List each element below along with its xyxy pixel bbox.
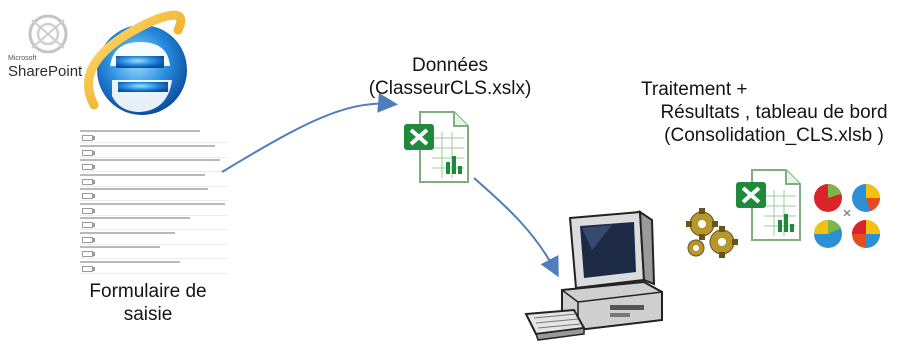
form-question-row	[80, 217, 230, 230]
computer-icon	[522, 210, 682, 342]
form-question-row	[80, 188, 230, 201]
form-question-row	[80, 130, 230, 143]
form-question-row	[80, 173, 230, 187]
form-answer-field	[82, 193, 95, 199]
form-preview	[80, 130, 230, 280]
form-answer-field	[82, 178, 95, 185]
sharepoint-name-text: SharePoint	[8, 63, 83, 80]
form-answer-field	[82, 207, 95, 214]
form-row-divider	[80, 214, 228, 216]
form-row-divider	[80, 243, 228, 245]
internet-explorer-icon: Microsoft SharePoint	[8, 10, 187, 115]
donnees-file: (ClasseurCLS.xslx)	[368, 78, 532, 99]
form-answer-field	[82, 265, 95, 272]
arrow-form-to-data	[221, 92, 398, 173]
form-question-row	[80, 159, 230, 172]
formulaire-line1: Formulaire de	[89, 281, 207, 302]
arrow-data-to-computer	[473, 177, 559, 278]
excel-results-icon	[734, 168, 804, 243]
form-row-divider	[80, 142, 228, 143]
form-question-text	[80, 260, 180, 263]
sharepoint-small-text: Microsoft	[8, 55, 36, 62]
form-row-divider	[80, 185, 228, 187]
form-row-divider	[80, 272, 228, 274]
formulaire-line2: saisie	[123, 304, 173, 325]
processing-label: Traitement + Résultats , tableau de bord…	[636, 78, 912, 147]
form-question-text	[80, 246, 160, 248]
form-answer-field	[82, 251, 95, 257]
form-answer-field	[82, 135, 95, 141]
pie-charts-icon	[808, 180, 888, 252]
form-row-divider	[80, 229, 228, 230]
form-question-row	[80, 202, 230, 216]
form-row-divider	[80, 200, 228, 201]
form-label: Formulaire de saisie	[64, 280, 232, 326]
form-question-row	[80, 246, 230, 259]
form-row-divider	[80, 171, 228, 172]
form-answer-field	[82, 149, 95, 156]
excel-file-icon	[402, 110, 472, 185]
gears-icon	[682, 202, 742, 262]
form-answer-field	[82, 236, 95, 243]
form-question-text	[80, 173, 205, 176]
traitement-file: (Consolidation_CLS.xlsb )	[664, 125, 884, 146]
form-question-row	[80, 231, 230, 245]
form-question-text	[80, 130, 200, 132]
traitement-title: Traitement +	[641, 79, 748, 100]
donnees-title: Données	[411, 55, 489, 76]
form-question-text	[80, 217, 190, 219]
form-question-text	[80, 231, 175, 234]
traitement-results: Résultats , tableau de bord	[660, 102, 888, 123]
form-row-divider	[80, 156, 228, 158]
form-question-text	[80, 159, 220, 161]
form-answer-field	[82, 222, 95, 228]
form-answer-field	[82, 164, 95, 170]
form-question-row	[80, 144, 230, 158]
form-question-row	[80, 260, 230, 274]
form-row-divider	[80, 258, 228, 259]
form-question-text	[80, 188, 208, 190]
data-label: Données (ClasseurCLS.xslx)	[355, 54, 545, 100]
form-question-text	[80, 202, 225, 205]
form-question-text	[80, 144, 215, 147]
sharepoint-ie-logo: Microsoft SharePoint	[0, 0, 200, 130]
